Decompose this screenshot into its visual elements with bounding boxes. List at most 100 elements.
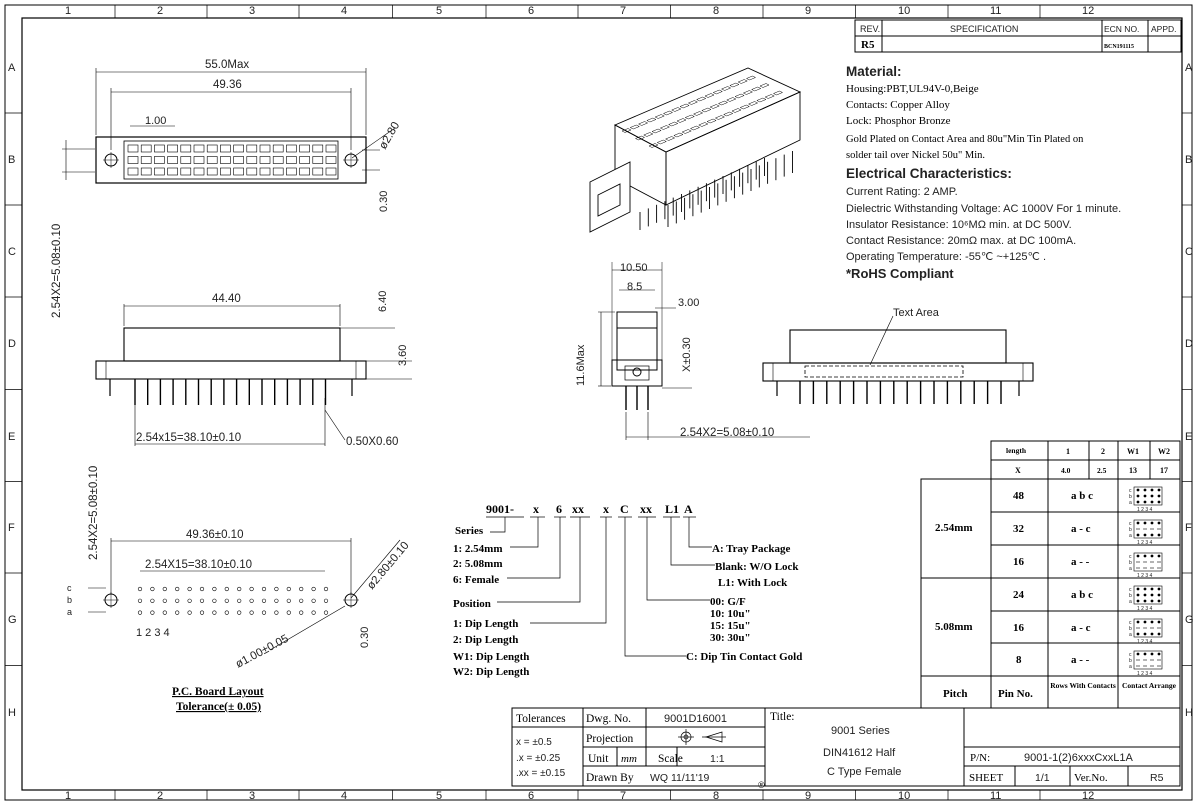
border-column-label: 6 (528, 790, 534, 802)
pc-g15: 15: 15u" (710, 620, 751, 632)
dim-pcb-280: ø2.80±0.10 (365, 540, 412, 592)
footer-rows: Rows With Contacts (1050, 682, 1116, 690)
side-view: 44.40 6.40 3.60 2.54x15=38.10±0.10 0.50X… (95, 291, 412, 448)
svg-text:1 2 3 4: 1 2 3 4 (1137, 606, 1153, 612)
pc-seg: xx (640, 502, 652, 516)
len-v: 2.5 (1097, 466, 1107, 475)
dim-pcb-100: ø1.00±0.05 (234, 633, 291, 671)
svg-text:1 2 3 4: 1 2 3 4 (1137, 573, 1153, 579)
tb-ver-val: R5 (1150, 772, 1164, 784)
svg-text:c: c (1129, 554, 1132, 560)
dim-300: 3.00 (678, 297, 699, 309)
dim-100: 1.00 (145, 115, 166, 127)
svg-text:b: b (1129, 527, 1132, 533)
svg-text:b: b (1129, 626, 1132, 632)
border-row-label: E (1185, 431, 1192, 443)
svg-text:a: a (1129, 533, 1132, 539)
tb-tol3: .xx = ±0.15 (516, 768, 566, 779)
tb-pn: 9001-1(2)6xxxCxxL1A (1024, 752, 1133, 764)
dim-1050: 10.50 (620, 262, 648, 274)
tb-dwg-label: Dwg. No. (586, 713, 631, 725)
dim-pcb-254x2: 2.54X2=5.08±0.10 (88, 466, 100, 560)
footer-pitch: Pitch (943, 688, 967, 700)
tb-title1: 9001 Series (831, 725, 890, 737)
dim-top-030: 0.30 (378, 191, 390, 212)
border-column-label: 6 (528, 5, 534, 17)
border-column-label: 9 (805, 790, 811, 802)
tb-sheet: SHEET (969, 772, 1004, 784)
pc-g30: 30: 30u" (710, 632, 751, 644)
dim-85: 8.5 (627, 281, 642, 293)
revision-block: REV. SPECIFICATION ECN NO. APPD. R5 BCN1… (854, 19, 1182, 53)
pin-count: 48 (1013, 490, 1025, 502)
len-h: 2 (1101, 447, 1105, 456)
len-v: 4.0 (1061, 466, 1071, 475)
len-h: length (1006, 446, 1027, 455)
dim-pcb-4936: 49.36±0.10 (186, 529, 243, 541)
footer-pin: Pin No. (998, 688, 1033, 700)
border-column-label: 7 (620, 5, 626, 17)
spec-header: SPECIFICATION (950, 24, 1018, 34)
border-row-label: B (1185, 154, 1192, 166)
svg-text:b: b (1129, 593, 1132, 599)
pitch-254: 2.54mm (935, 522, 973, 534)
border-column-label: 5 (436, 5, 442, 17)
border-row-label: H (1185, 707, 1193, 719)
border-column-label: 10 (898, 790, 910, 802)
tb-unit-val: mm (621, 753, 637, 765)
pcb-row-a: a (67, 607, 72, 617)
row-set: a - - (1071, 556, 1090, 568)
pc-tray: A: Tray Package (712, 543, 791, 555)
end-view: 10.50 8.5 3.00 11.6Max X±0.30 2.54X2=5.0… (575, 262, 810, 440)
dim-pcb-pitch: 2.54X15=38.10±0.10 (145, 559, 252, 571)
electrical-line: Contact Resistance: 20mΩ max. at DC 100m… (846, 235, 1076, 247)
pcb-pin-numbers: 1 2 3 4 (136, 627, 170, 639)
pc-lock1: L1: With Lock (718, 577, 788, 589)
len-v: X (1015, 466, 1021, 475)
dim-side-pitch: 2.54x15=38.10±0.10 (136, 432, 241, 444)
projection-symbol-icon (678, 729, 726, 745)
border-row-label: B (8, 154, 15, 166)
svg-text:a: a (1129, 566, 1132, 572)
border-column-label: 2 (157, 5, 163, 17)
electrical-title: Electrical Characteristics: (846, 166, 1012, 181)
pc-seg: C (620, 502, 629, 516)
svg-text:b: b (1129, 560, 1132, 566)
pc-seg: 9001- (486, 502, 514, 516)
pc-dip1: 1: Dip Length (453, 618, 518, 630)
material-line: solder tail over Nickel 50u" Min. (846, 150, 985, 161)
front-view: Text Area (762, 307, 1034, 404)
border-column-label: 12 (1082, 5, 1094, 17)
tb-tol2: .x = ±0.25 (516, 753, 561, 764)
dim-116max: 11.6Max (575, 344, 587, 386)
part-code: 9001- x 6 xx x C xx L1 A (453, 502, 802, 678)
border-column-label: 8 (713, 790, 719, 802)
dim-640: 6.40 (377, 291, 389, 312)
dim-55max: 55.0Max (205, 59, 249, 71)
border-column-label: 3 (249, 790, 255, 802)
pin-count: 24 (1013, 589, 1025, 601)
svg-text:b: b (1129, 494, 1132, 500)
tb-tolerances: Tolerances (516, 713, 566, 725)
tb-unit: Unit (588, 753, 609, 765)
electrical-spec: Electrical Characteristics: Current Rati… (846, 166, 1121, 281)
svg-text:1 2 3 4: 1 2 3 4 (1137, 671, 1153, 677)
svg-text:1 2 3 4: 1 2 3 4 (1137, 639, 1153, 645)
tb-scale: Scale (658, 753, 683, 765)
pcb-tolerance: Tolerance(± 0.05) (176, 701, 261, 713)
dim-4440: 44.40 (212, 293, 241, 305)
tb-dwg-no: 9001D16001 (664, 713, 727, 725)
material-spec: Material: Housing:PBT,UL94V-0,Beige Cont… (846, 64, 1084, 161)
title-block: Tolerances x = ±0.5 .x = ±0.25 .xx = ±0.… (511, 707, 1181, 790)
dim-280: ø2.80 (377, 120, 402, 151)
border-column-label: 7 (620, 790, 626, 802)
pc-dip2: 2: Dip Length (453, 634, 518, 646)
registered-mark: ® (758, 780, 765, 790)
border-column-label: 4 (341, 790, 347, 802)
border-row-label: A (8, 62, 16, 74)
border-column-label: 1 (65, 790, 71, 802)
len-h: W1 (1127, 447, 1139, 456)
pc-seg: A (684, 502, 693, 516)
iso-view (589, 67, 802, 233)
